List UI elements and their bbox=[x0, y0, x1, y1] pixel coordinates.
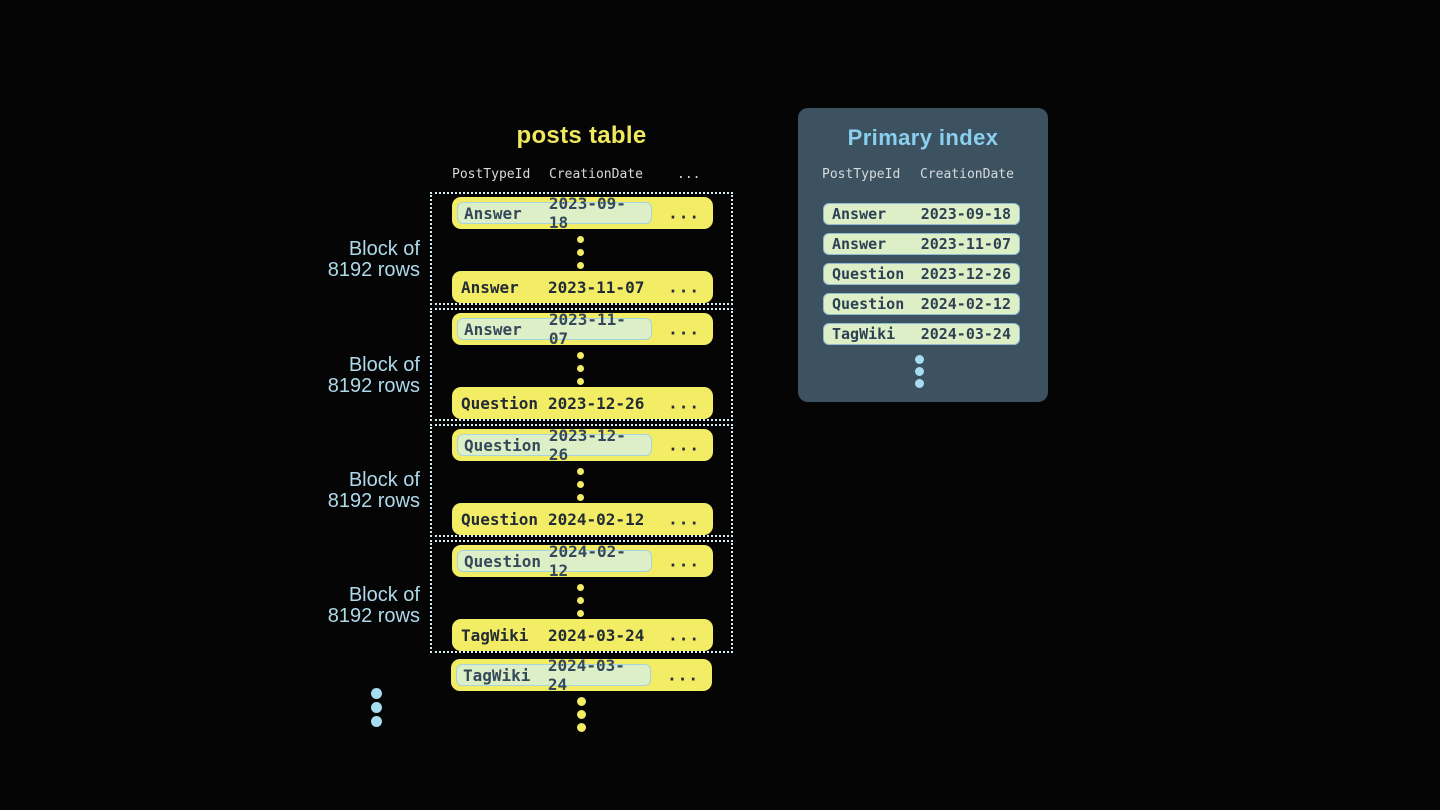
cell-posttypeid: Answer bbox=[832, 205, 887, 223]
column-header-ellipsis: ... bbox=[677, 167, 701, 182]
cell-posttypeid: TagWiki bbox=[463, 665, 531, 685]
cell-posttypeid: Answer bbox=[464, 319, 522, 339]
table-row-highlighted: Answer 2023-11-07 ... bbox=[452, 310, 713, 348]
row-block: Question 2024-02-12 ... TagWiki 2024-03-… bbox=[430, 540, 733, 653]
cell-creationdate: 2023-09-18 bbox=[548, 194, 626, 232]
vertical-ellipsis-icon bbox=[577, 465, 584, 504]
table-row-highlighted: TagWiki 2024-03-24 ... bbox=[451, 656, 712, 694]
cell-creationdate: 2023-12-26 bbox=[548, 426, 626, 464]
vertical-ellipsis-icon bbox=[577, 349, 584, 388]
cell-creationdate: 2024-03-24 bbox=[547, 656, 625, 694]
cell-posttypeid: Question bbox=[464, 435, 542, 455]
cell-posttypeid: Answer bbox=[461, 277, 519, 297]
primary-index-title: Primary index bbox=[847, 125, 999, 150]
block-label-line: Block of bbox=[348, 469, 420, 491]
cell-creationdate: 2024-03-24 bbox=[920, 325, 1011, 343]
cell-posttypeid: Question bbox=[464, 551, 542, 571]
cell-ellipsis: ... bbox=[668, 509, 700, 529]
vertical-ellipsis-icon bbox=[371, 686, 382, 728]
cell-posttypeid: Answer bbox=[464, 203, 522, 223]
block-label: Block of 8192 rows bbox=[328, 470, 420, 512]
cell-posttypeid: TagWiki bbox=[832, 325, 896, 343]
cell-creationdate: 2023-11-07 bbox=[548, 310, 626, 348]
row-block: Question 2023-12-26 ... Question 2024-02… bbox=[430, 424, 733, 537]
block-label: Block of 8192 rows bbox=[328, 355, 420, 397]
cell-posttypeid: Question bbox=[832, 265, 905, 283]
primary-index-panel: Primary index Answer 2023-09-18 Answer 2… bbox=[798, 108, 1048, 402]
posts-table-title: posts table bbox=[516, 122, 647, 149]
block-label-line: 8192 rows bbox=[327, 605, 420, 627]
cell-ellipsis: ... bbox=[668, 203, 700, 223]
table-row: Question 2023-12-26 ... bbox=[452, 387, 713, 419]
cell-creationdate: 2023-12-26 bbox=[920, 265, 1011, 283]
block-label-line: 8192 rows bbox=[327, 490, 420, 512]
cell-creationdate: 2024-03-24 bbox=[548, 625, 645, 645]
index-entry: TagWiki 2024-03-24 bbox=[823, 323, 1020, 345]
cell-creationdate: 2023-12-26 bbox=[548, 393, 645, 413]
vertical-ellipsis-icon bbox=[577, 581, 584, 620]
index-entry: Question 2024-02-12 bbox=[823, 293, 1020, 315]
index-entry-highlight-box: Answer 2023-11-07 bbox=[457, 310, 652, 348]
cell-posttypeid: TagWiki bbox=[461, 625, 529, 645]
posts-table-column-headers: PostTypeId CreationDate ... bbox=[430, 167, 733, 185]
table-row: Question 2024-02-12 ... bbox=[452, 503, 713, 535]
cell-creationdate: 2024-02-12 bbox=[548, 509, 645, 529]
cell-creationdate: 2023-11-07 bbox=[548, 277, 645, 297]
block-label: Block of 8192 rows bbox=[328, 585, 420, 627]
cell-ellipsis: ... bbox=[668, 393, 700, 413]
column-header-creationdate: CreationDate bbox=[920, 167, 1014, 182]
cell-posttypeid: Question bbox=[461, 393, 539, 413]
row-block: Answer 2023-09-18 ... Answer 2023-11-07 … bbox=[430, 192, 733, 305]
cell-posttypeid: Question bbox=[832, 295, 905, 313]
vertical-ellipsis-icon bbox=[915, 353, 924, 389]
index-entry: Answer 2023-09-18 bbox=[823, 203, 1020, 225]
cell-ellipsis: ... bbox=[668, 435, 700, 455]
cell-ellipsis: ... bbox=[668, 319, 700, 339]
cell-creationdate: 2023-09-18 bbox=[920, 205, 1011, 223]
table-row-highlighted: Question 2024-02-12 ... bbox=[452, 542, 713, 580]
cell-creationdate: 2024-02-12 bbox=[920, 295, 1011, 313]
index-entry: Question 2023-12-26 bbox=[823, 263, 1020, 285]
cell-posttypeid: Answer bbox=[832, 235, 887, 253]
cell-creationdate: 2024-02-12 bbox=[548, 542, 626, 580]
table-row-highlighted: Question 2023-12-26 ... bbox=[452, 426, 713, 464]
cell-posttypeid: Question bbox=[461, 509, 539, 529]
cell-ellipsis: ... bbox=[667, 665, 699, 685]
column-header-posttypeid: PostTypeId bbox=[452, 167, 531, 182]
index-entry-highlight-box: Question 2023-12-26 bbox=[457, 426, 652, 464]
vertical-ellipsis-icon bbox=[577, 695, 586, 734]
cell-ellipsis: ... bbox=[668, 625, 700, 645]
row-block: Answer 2023-11-07 ... Question 2023-12-2… bbox=[430, 308, 733, 421]
block-label: Block of 8192 rows bbox=[328, 239, 420, 281]
column-header-creationdate: CreationDate bbox=[549, 167, 643, 182]
column-header-posttypeid: PostTypeId bbox=[822, 167, 901, 182]
index-entry: Answer 2023-11-07 bbox=[823, 233, 1020, 255]
index-entry-highlight-box: TagWiki 2024-03-24 bbox=[456, 656, 651, 694]
block-label-line: 8192 rows bbox=[327, 259, 420, 281]
block-label-line: Block of bbox=[348, 354, 420, 376]
block-label-line: Block of bbox=[348, 238, 420, 260]
cell-ellipsis: ... bbox=[668, 551, 700, 571]
index-entry-highlight-box: Question 2024-02-12 bbox=[457, 542, 652, 580]
table-row: TagWiki 2024-03-24 ... bbox=[452, 619, 713, 651]
cell-creationdate: 2023-11-07 bbox=[920, 235, 1011, 253]
table-row: Answer 2023-11-07 ... bbox=[452, 271, 713, 303]
table-row-highlighted: Answer 2023-09-18 ... bbox=[452, 194, 713, 232]
block-label-line: Block of bbox=[348, 584, 420, 606]
index-entry-highlight-box: Answer 2023-09-18 bbox=[457, 194, 652, 232]
block-label-line: 8192 rows bbox=[327, 375, 420, 397]
vertical-ellipsis-icon bbox=[577, 233, 584, 272]
cell-ellipsis: ... bbox=[668, 277, 700, 297]
